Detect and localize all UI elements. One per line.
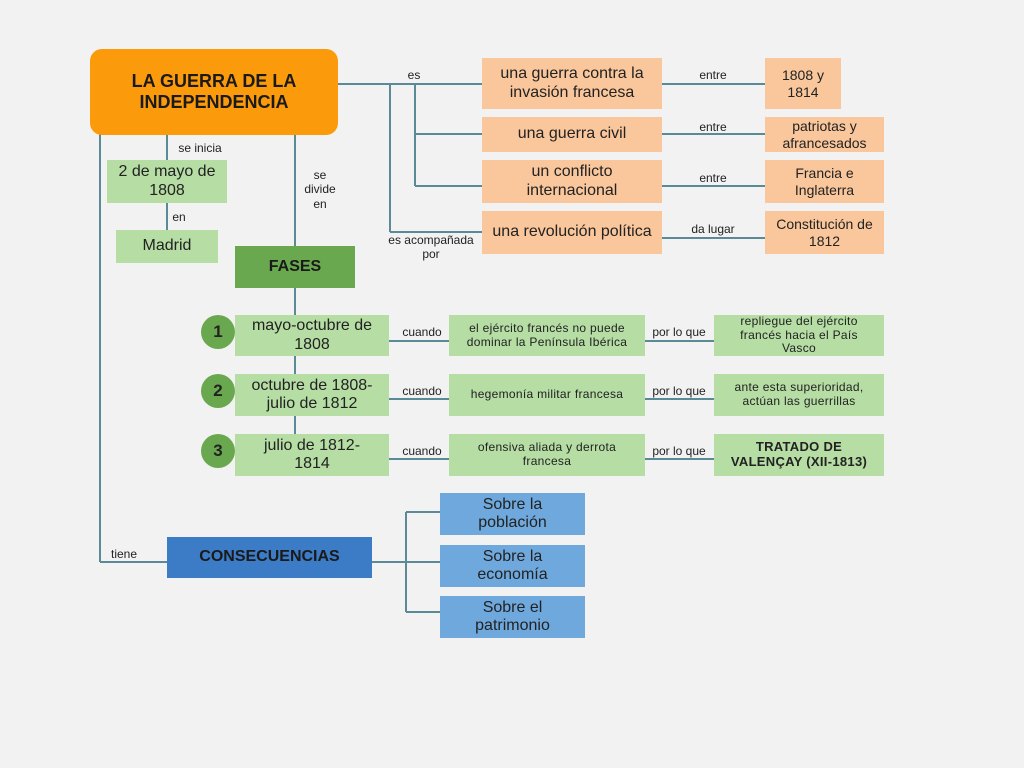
definition-3-link: entre [699,171,727,185]
phase-2-period: octubre de 1808-julio de 1812 [235,374,389,416]
phase-3-cause: ofensiva aliada y derrota francesa [449,434,645,476]
phase-3-link1: cuando [402,444,442,458]
label-es: es [407,68,421,82]
definition-2-detail: patriotas y afrancesados [765,117,884,152]
phase-3-period: julio de 1812-1814 [235,434,389,476]
definition-4: una revolución política [482,211,662,254]
phase-1-period: mayo-octubre de 1808 [235,315,389,356]
phase-2-number: 2 [201,374,235,408]
label-tiene: tiene [110,547,138,561]
phase-1-number: 1 [201,315,235,349]
main-title: LA GUERRA DE LA INDEPENDENCIA [90,49,338,135]
definition-4-link: da lugar [691,222,735,236]
phase-3-number: 3 [201,434,235,468]
phase-2-link1: cuando [402,384,442,398]
phase-2-result: ante esta superioridad, actúan las guerr… [714,374,884,416]
phase-1-link1: cuando [402,325,442,339]
phase-1-cause: el ejército francés no puede dominar la … [449,315,645,356]
label-se-inicia: se inicia [178,141,222,155]
definition-2-link: entre [699,120,727,134]
consequence-economia: Sobre la economía [440,545,585,587]
definition-1-link: entre [699,68,727,82]
phase-1-result: repliegue del ejército francés hacia el … [714,314,884,356]
definition-1-detail: 1808 y 1814 [765,58,841,109]
phase-2-cause: hegemonía militar francesa [449,374,645,416]
definition-1: una guerra contra la invasión francesa [482,58,662,109]
start-date: 2 de mayo de 1808 [107,160,227,203]
phase-1-link2: por lo que [652,325,706,339]
phase-3-result: TRATADO DE VALENÇAY (XII-1813) [714,434,884,476]
definition-2: una guerra civil [482,117,662,152]
phase-2-link2: por lo que [652,384,706,398]
definition-3-detail: Francia e Inglaterra [765,160,884,203]
consequences-title: CONSECUENCIAS [167,537,372,578]
label-se-divide: se divide en [304,168,336,211]
definition-3: un conflicto internacional [482,160,662,203]
label-en: en [172,210,186,224]
phase-3-link2: por lo que [652,444,706,458]
consequence-poblacion: Sobre la población [440,493,585,535]
consequence-patrimonio: Sobre el patrimonio [440,596,585,638]
label-acompanada: es acompañada por [388,233,474,262]
phases-title: FASES [235,246,355,288]
start-place: Madrid [116,230,218,263]
definition-4-detail: Constitución de 1812 [765,211,884,254]
